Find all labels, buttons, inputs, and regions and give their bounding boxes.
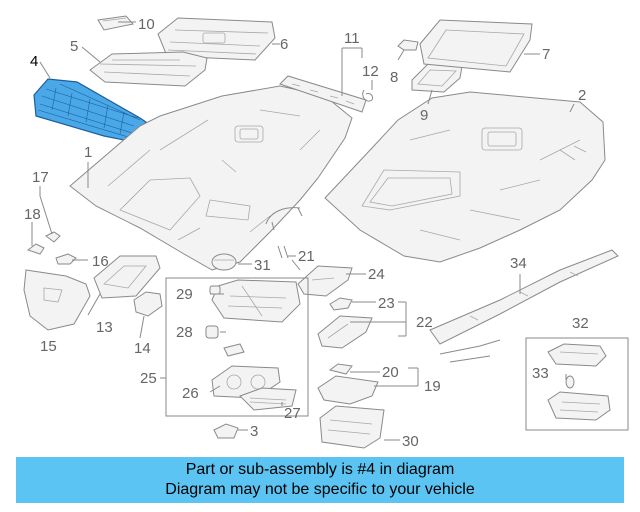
callout-11: 11 (344, 30, 360, 47)
part-10-pad (97, 15, 134, 31)
part-23-lamp (329, 297, 353, 311)
part-24-bracket (297, 265, 353, 297)
part-13-console (93, 255, 161, 299)
leader-lines (31, 21, 575, 441)
part-18-clip (26, 243, 45, 255)
callout-28: 28 (176, 324, 193, 341)
callout-34: 34 (510, 255, 527, 272)
part-9-lens (411, 63, 463, 93)
part-12-clip (362, 89, 373, 102)
part-7-frame (419, 19, 533, 73)
callout-16: 16 (92, 253, 109, 270)
part-31-lamp (211, 253, 237, 271)
callout-14: 14 (134, 340, 151, 357)
callout-5: 5 (70, 38, 78, 55)
callout-30: 30 (402, 433, 419, 450)
banner-line-2: Diagram may not be specific to your vehi… (165, 481, 475, 498)
callout-21: 21 (298, 248, 315, 265)
callout-12: 12 (362, 63, 379, 80)
callout-8: 8 (390, 69, 398, 86)
callout-29: 29 (176, 286, 193, 303)
part-22-assembly (317, 315, 373, 349)
part-4-highlighted-panel (33, 78, 147, 143)
part-25-group-box (165, 277, 309, 417)
part-19-lamp (317, 375, 379, 405)
part-8-clip (397, 39, 419, 51)
part-2-headliner (324, 91, 606, 263)
part-5-panel (89, 51, 208, 87)
callout-4: 4 (30, 53, 38, 70)
part-21-hanger (265, 207, 303, 259)
callout-19: 19 (424, 378, 441, 395)
callout-25: 25 (140, 370, 157, 387)
callout-15: 15 (40, 338, 57, 355)
part-30-lamp (319, 405, 385, 449)
part-14-switch (133, 291, 163, 317)
callout-33: 33 (532, 365, 549, 382)
part-15-sunvisor (23, 269, 91, 331)
callout-10: 10 (138, 16, 155, 33)
callout-7: 7 (542, 46, 550, 63)
callout-31: 31 (254, 257, 271, 274)
info-banner: Part or sub-assembly is #4 in diagram Di… (16, 457, 624, 503)
part-3-clip (213, 423, 239, 439)
callout-32: 32 (572, 315, 589, 332)
part-20-cover (328, 363, 353, 375)
callout-24: 24 (368, 266, 385, 283)
callout-17: 17 (32, 169, 49, 186)
callout-13: 13 (96, 319, 113, 336)
part-17-clip (45, 231, 61, 243)
callout-20: 20 (382, 364, 399, 381)
callout-22: 22 (416, 314, 433, 331)
callout-1: 1 (84, 144, 92, 161)
callout-26: 26 (182, 385, 199, 402)
callout-6: 6 (280, 36, 288, 53)
callout-23: 23 (378, 295, 395, 312)
part-32-group-box (525, 337, 629, 431)
part-16-screw (55, 253, 77, 265)
banner-line-1: Part or sub-assembly is #4 in diagram (185, 461, 455, 478)
callout-9: 9 (420, 107, 428, 124)
callout-3: 3 (250, 423, 258, 440)
callout-2: 2 (578, 87, 586, 104)
callout-18: 18 (24, 206, 41, 223)
part-1-headliner (69, 85, 353, 271)
callout-27: 27 (284, 405, 301, 422)
